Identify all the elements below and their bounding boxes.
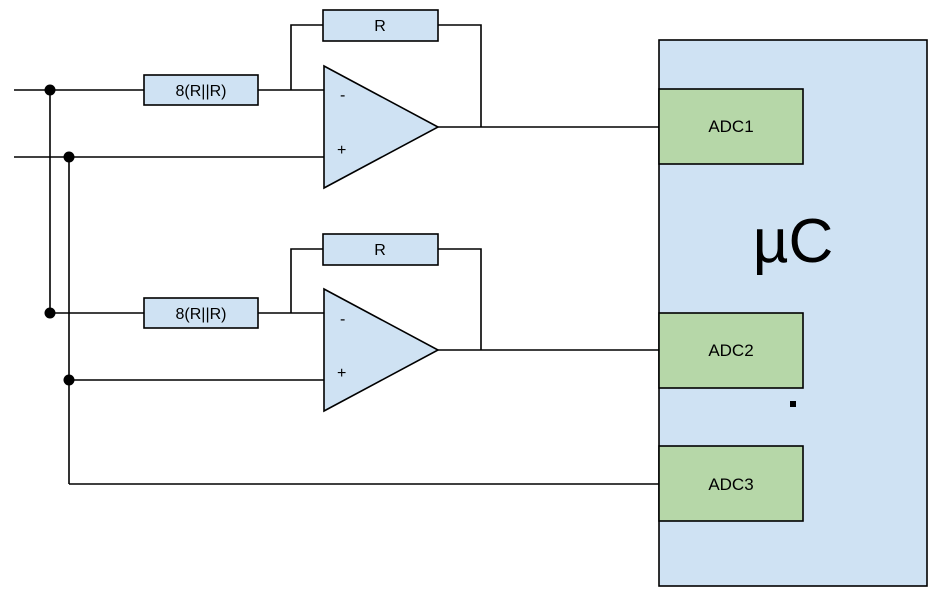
amp1-input-resistor-label: 8(R||R) <box>176 83 227 100</box>
junction-dot <box>44 84 56 96</box>
amp2-feedback-left <box>290 248 323 313</box>
amp1-plus-label: + <box>337 142 346 159</box>
amp1-feedback-right <box>438 24 482 127</box>
amp1-feedback-resistor-label: R <box>374 18 386 35</box>
amp2-feedback-resistor <box>322 233 439 266</box>
adc1-label: ADC1 <box>708 117 753 136</box>
junction-dot <box>44 307 56 319</box>
amp2-feedback-right <box>438 248 482 350</box>
amp2-minus-label: - <box>340 311 345 328</box>
adc2-label: ADC2 <box>708 341 753 360</box>
amp2-input-resistor <box>143 297 259 329</box>
amp1-feedback-left <box>290 24 323 90</box>
amp1-feedback-resistor <box>322 9 439 42</box>
amp2-plus-label: + <box>337 365 346 382</box>
adc3-block <box>658 445 804 522</box>
amp1-minus-label: - <box>340 87 345 104</box>
junction-dot <box>63 374 75 386</box>
amp1-opamp-symbol <box>323 64 440 190</box>
adc2-block <box>658 312 804 389</box>
adc1-block <box>658 88 804 165</box>
amp1-input-resistor <box>143 74 259 106</box>
junction-dot <box>63 151 75 163</box>
amp2-input-resistor-label: 8(R||R) <box>176 306 227 323</box>
adc3-label: ADC3 <box>708 475 753 494</box>
microcontroller-label: µC <box>753 207 834 276</box>
amp2-feedback-resistor-label: R <box>374 242 386 259</box>
stray-dot <box>790 401 796 407</box>
amp2-opamp-symbol <box>323 287 440 413</box>
